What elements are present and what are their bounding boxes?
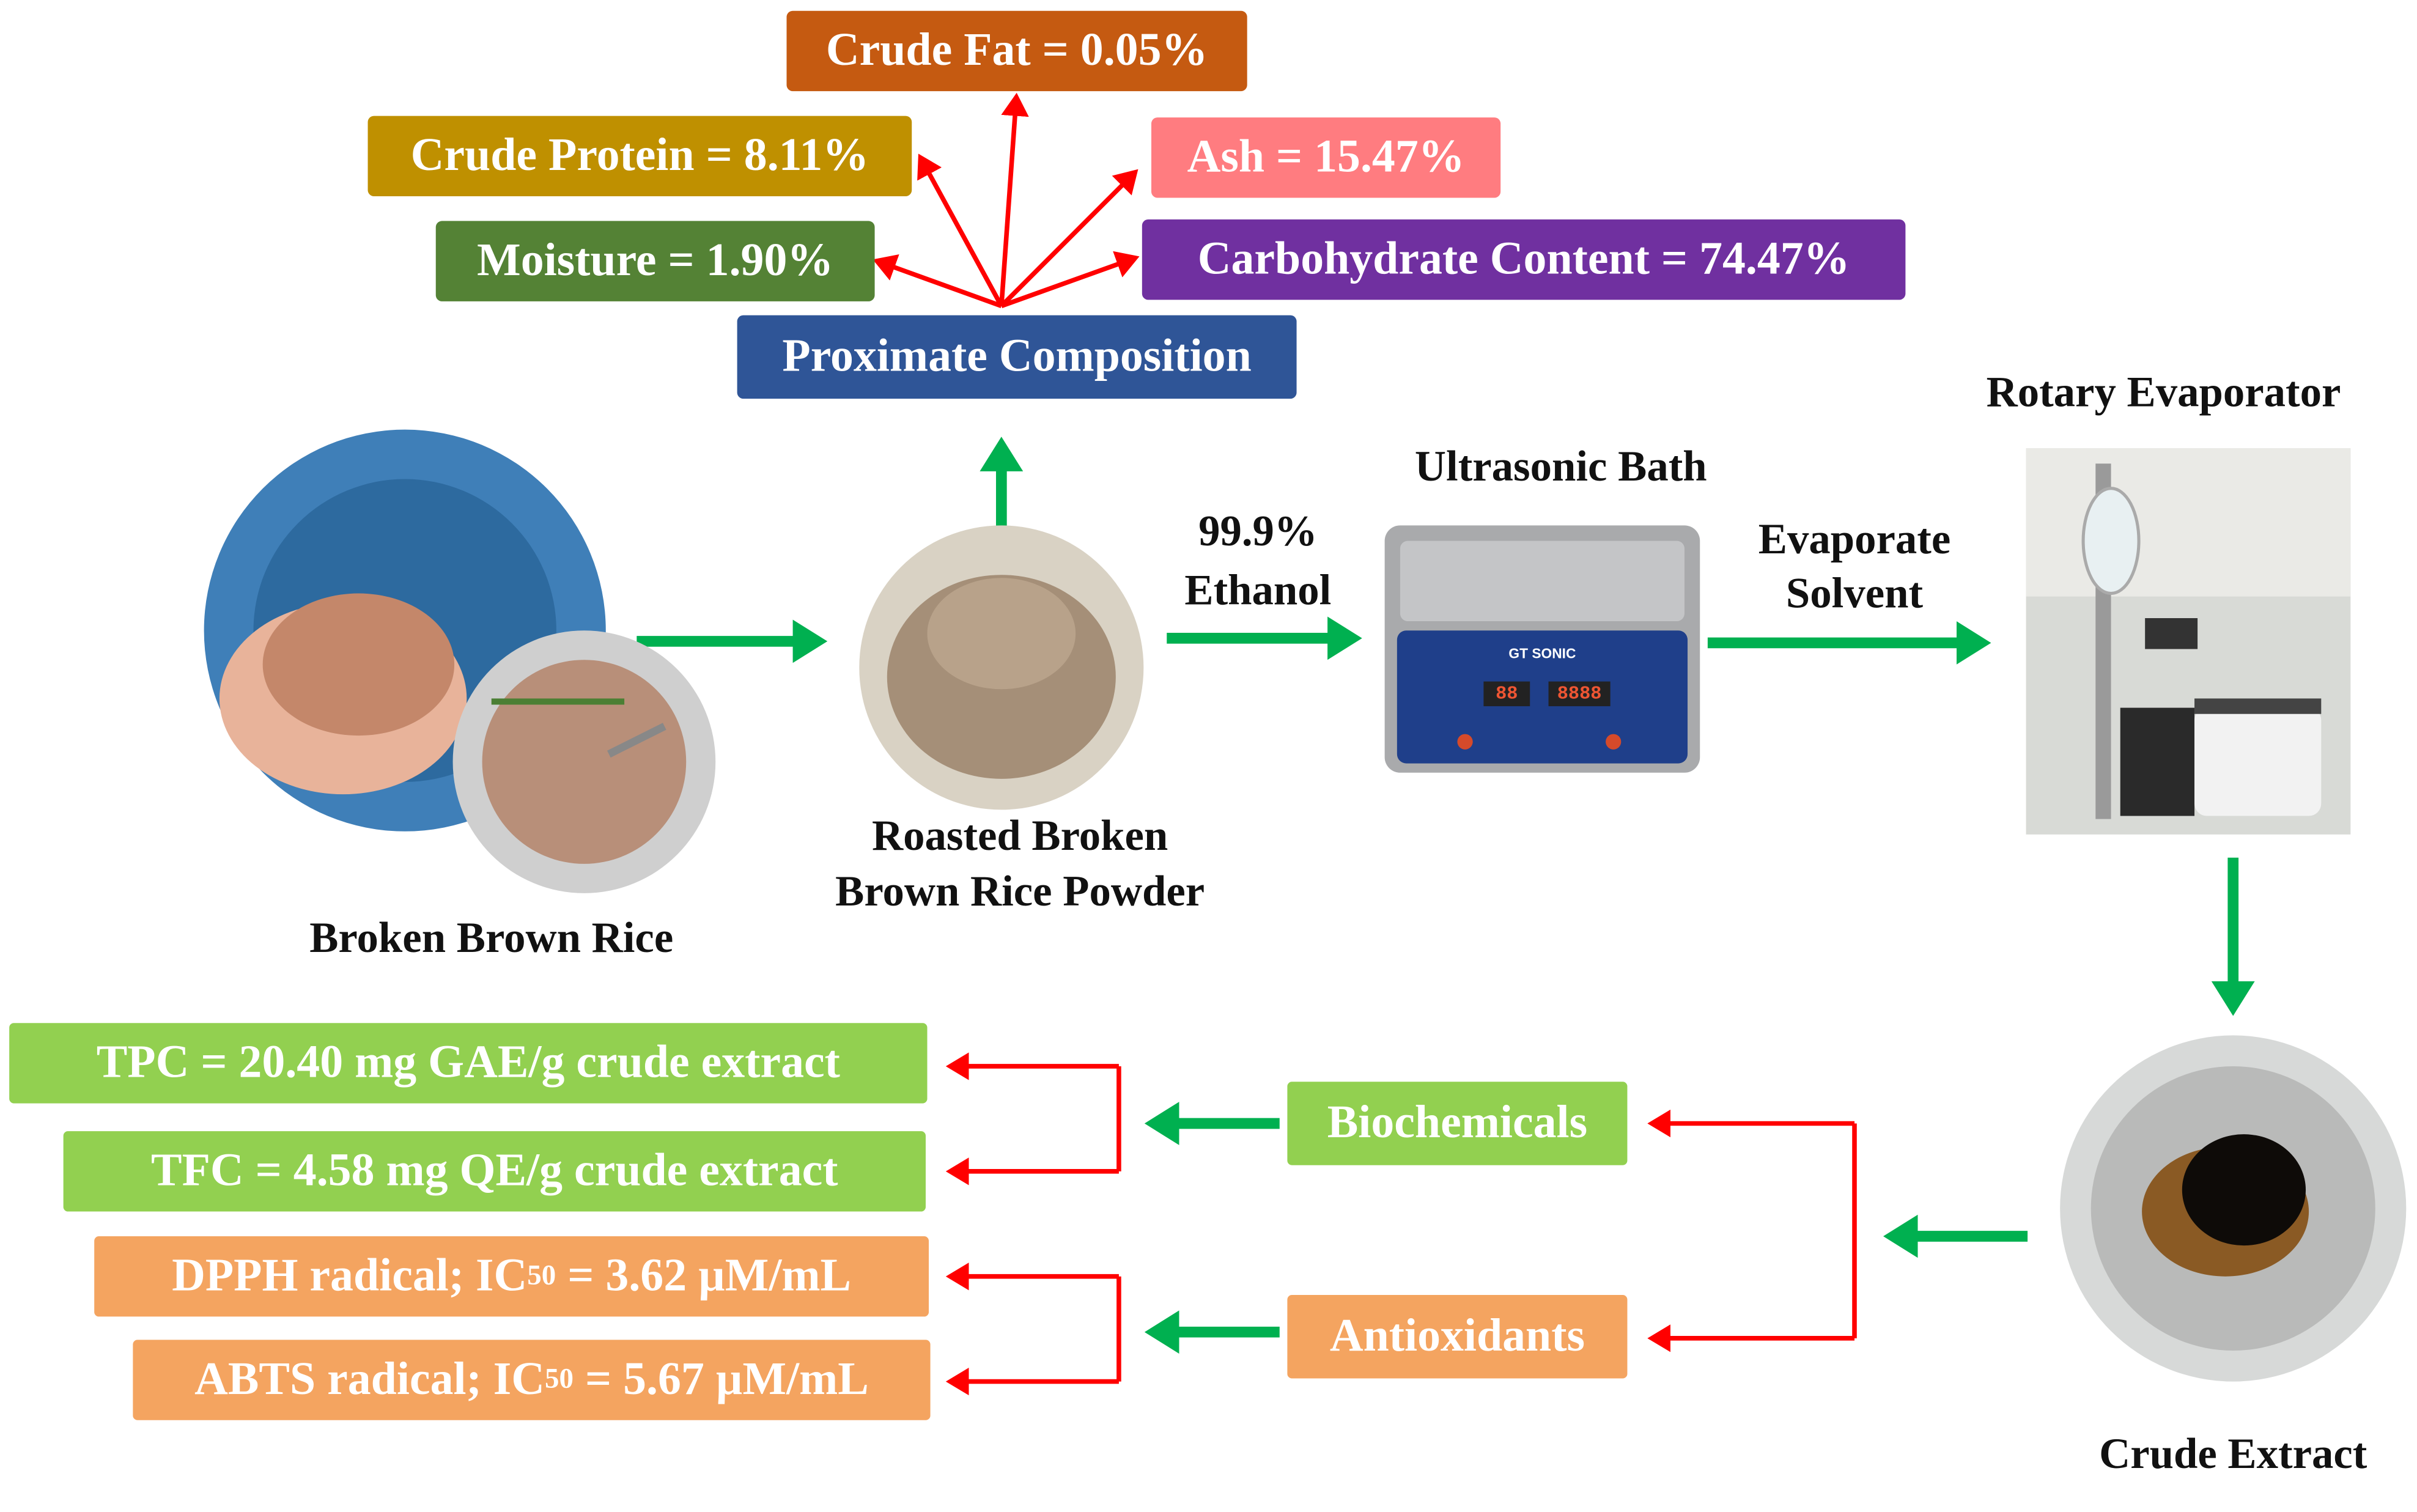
- broken-brown-rice-label: Broken Brown Rice: [309, 915, 674, 963]
- dpph-suffix: = 3.62 µM/mL: [556, 1250, 852, 1302]
- bath-display-1: 88: [1496, 683, 1518, 705]
- rotary-evaporator-label: Rotary Evaporator: [1986, 369, 2341, 418]
- bath-display-2: 8888: [1557, 683, 1602, 705]
- dpph-subscript: 50: [527, 1259, 556, 1292]
- dpph-prefix: DPPH radical; IC: [172, 1250, 528, 1302]
- proximate-fan-arrows: [873, 92, 1140, 309]
- crude-protein-box: Crude Protein = 8.11%: [367, 116, 912, 196]
- roasted-powder-line-1: Roasted Broken: [871, 813, 1168, 861]
- branch-connectors: [945, 1052, 1857, 1396]
- antioxidants-box: Antioxidants: [1287, 1295, 1628, 1379]
- evaporate-line-2: Solvent: [1785, 570, 1924, 618]
- abts-subscript: 50: [545, 1362, 574, 1395]
- evaporate-line-1: Evaporate: [1758, 516, 1951, 564]
- crude-fat-box: Crude Fat = 0.05%: [786, 10, 1247, 92]
- ethanol-line-1: 99.9%: [1198, 508, 1318, 556]
- ash-box: Ash = 15.47%: [1151, 117, 1501, 198]
- arrow-to-carbohydrate: [1000, 251, 1140, 309]
- arrow-to-fat: [999, 92, 1029, 306]
- proximate-composition-box: Proximate Composition: [737, 315, 1297, 399]
- biochemicals-box: Biochemicals: [1287, 1082, 1628, 1165]
- arrow-to-protein: [917, 153, 1004, 308]
- roasted-powder-line-2: Brown Rice Powder: [835, 869, 1205, 917]
- abts-suffix: = 5.67 µM/mL: [574, 1354, 869, 1405]
- arrow-to-ash: [1000, 169, 1138, 308]
- roasted-powder-label: Roasted Broken Brown Rice Powder: [773, 809, 1268, 922]
- crude-extract-label: Crude Extract: [2099, 1431, 2367, 1479]
- ultrasonic-bath-label: Ultrasonic Bath: [1414, 443, 1707, 492]
- ethanol-line-2: Ethanol: [1184, 567, 1332, 615]
- arrow-to-moisture: [873, 254, 1003, 309]
- tfc-result-box: TFC = 4.58 mg QE/g crude extract: [63, 1131, 926, 1212]
- carbohydrate-box: Carbohydrate Content = 74.47%: [1142, 219, 1906, 300]
- tpc-result-box: TPC = 20.40 mg GAE/g crude extract: [9, 1023, 928, 1104]
- process-arrows: [637, 437, 2255, 1354]
- ethanol-label: 99.9% Ethanol: [1134, 504, 1381, 621]
- abts-prefix: ABTS radical; IC: [194, 1354, 545, 1405]
- evaporate-solvent-label: Evaporate Solvent: [1716, 513, 1994, 621]
- bath-brand-text: GT SONIC: [1508, 646, 1576, 662]
- moisture-box: Moisture = 1.90%: [435, 221, 875, 301]
